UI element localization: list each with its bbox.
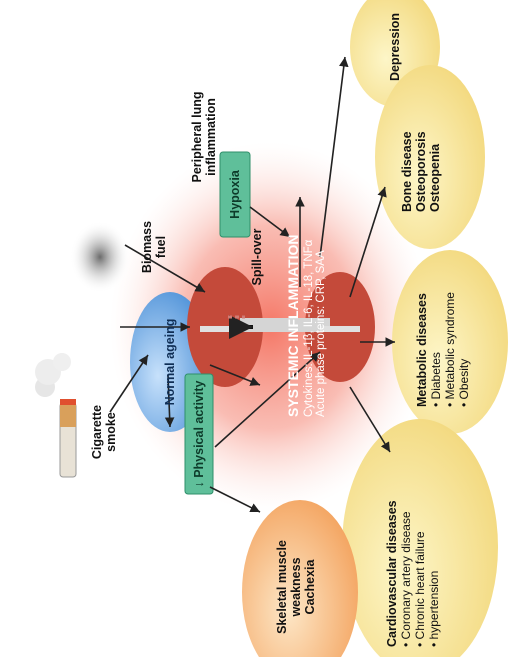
cardiovascular-text: Cardiovascular diseases Coronary artery … <box>385 457 441 647</box>
acute-phase-line: Acute phase proteins: CRP, SAA <box>315 187 327 417</box>
skeletal-line2: weakness <box>289 532 303 642</box>
coronary-item: Coronary artery disease <box>399 457 413 647</box>
normal-ageing-label: Normal ageing <box>163 307 177 417</box>
metabolic-text: Metabolic diseases Diabetes Metabolic sy… <box>415 267 471 407</box>
bone-disease-title: Bone disease <box>400 92 414 212</box>
cytokines-line: Cytokines: IL-1β, IL-6, IL-18, TNFα <box>303 187 315 417</box>
metabolic-syndrome-item: Metabolic syndrome <box>443 267 457 407</box>
obesity-item: Obesity <box>457 267 471 407</box>
heart-failure-item: Chronic heart failure <box>413 457 427 647</box>
metabolic-title: Metabolic diseases <box>415 267 429 407</box>
hypoxia-label: Hypoxia <box>228 152 242 237</box>
hypertension-item: hypertension <box>427 457 441 647</box>
osteopenia-label: Osteopenia <box>428 92 442 212</box>
skeletal-muscle-text: Skeletal muscle weakness Cachexia <box>275 532 317 642</box>
systemic-inflammation-title: SYSTEMIC INFLAMMATION <box>285 187 301 417</box>
biomass-fuel-label: Biomass fuel <box>140 217 168 277</box>
cardiovascular-title: Cardiovascular diseases <box>385 457 399 647</box>
diabetes-item: Diabetes <box>429 267 443 407</box>
lung-inflammation-label: Peripheral lung inflammation <box>190 87 218 187</box>
biomass-cloud <box>70 221 130 293</box>
bone-disease-text: Bone disease Osteoporosis Osteopenia <box>400 92 442 212</box>
depression-label: Depression <box>388 0 402 97</box>
skeletal-line3: Cachexia <box>303 532 317 642</box>
spill-over-label: Spill-over <box>250 212 264 302</box>
cigarette-smoke-label: Cigarette smoke <box>90 397 118 467</box>
systemic-inflammation-block: SYSTEMIC INFLAMMATION Cytokines: IL-1β, … <box>285 187 327 417</box>
physical-activity-label: ↓ Physical activity <box>192 374 206 494</box>
skeletal-line1: Skeletal muscle <box>275 532 289 642</box>
cigarette-icon <box>35 353 76 477</box>
osteoporosis-label: Osteoporosis <box>414 92 428 212</box>
